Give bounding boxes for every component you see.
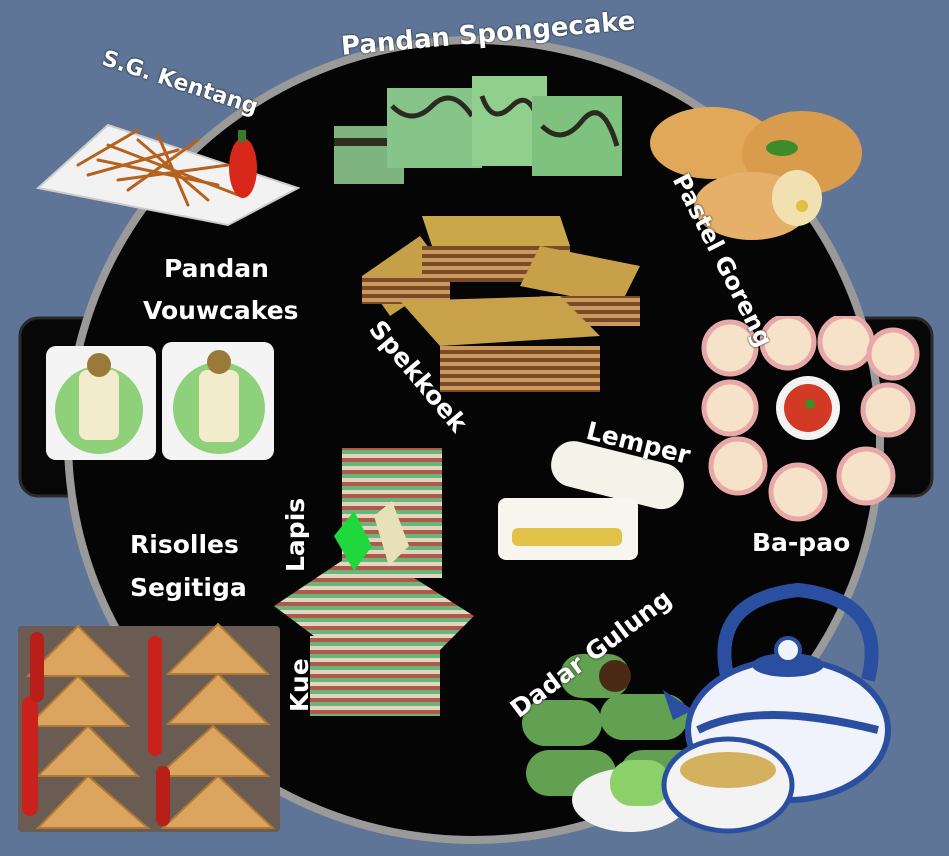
teapot-and-cup-image [658,580,934,842]
potato-sticks-plate-image [28,70,300,230]
ba-pao-image [698,316,920,522]
risolles-segitiga-image [18,616,280,834]
label-risolles: Risolles [130,530,239,559]
pandan-spongecake-image [332,66,628,190]
kue-lapis-image [274,446,478,726]
label-ba-pao: Ba-pao [752,528,851,557]
lemper-image [492,438,690,566]
pastel-goreng-image [642,88,870,246]
label-kue: Kue [285,658,314,712]
spekkoek-image [360,206,652,402]
label-lapis: Lapis [281,497,310,572]
pandan-vouwcakes-image [44,340,276,466]
label-vouwcakes: Vouwcakes [143,296,299,325]
label-segitiga: Segitiga [130,573,247,602]
label-pandan: Pandan [164,254,269,283]
